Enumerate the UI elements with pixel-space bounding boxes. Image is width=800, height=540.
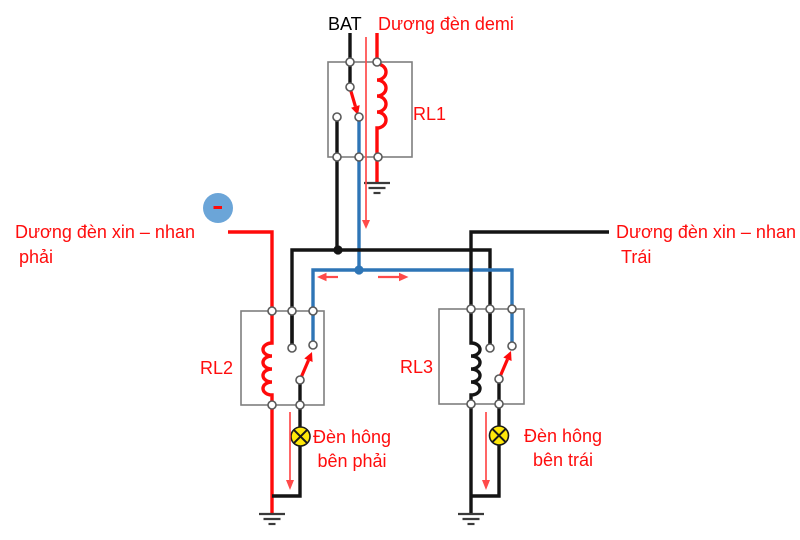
demi-current-arrow-icon xyxy=(362,37,370,229)
left-lamp-line2: bên trái xyxy=(532,450,594,470)
right-lamp-line1: Đèn hông xyxy=(312,427,392,447)
left-lamp-label: Đèn hông bên trái xyxy=(521,424,605,472)
right-signal-feed-line2: phải xyxy=(19,247,54,267)
rl2-label: RL2 xyxy=(200,358,234,378)
left-signal-feed-line2: Trái xyxy=(621,247,652,267)
right-lamp-label: Đèn hông bên phải xyxy=(310,425,394,473)
right-lamp-line2: bên phải xyxy=(317,451,387,471)
flow-right-arrow-icon xyxy=(378,272,409,282)
left-signal-feed-wire xyxy=(469,230,609,309)
rl2-ground-icon xyxy=(259,512,285,526)
demi-label: Dương đèn demi xyxy=(378,14,514,34)
rl2-coil xyxy=(261,311,274,405)
left-lamp-line1: Đèn hông xyxy=(523,426,603,446)
left-signal-feed-line1: Dương đèn xin – nhan xyxy=(616,222,796,242)
right-signal-feed-line1: Dương đèn xin – nhan xyxy=(15,222,195,242)
rl3-lamp-ground-wire xyxy=(471,445,501,498)
rl3-ground-icon xyxy=(458,512,484,526)
rl1-ground-icon xyxy=(364,181,390,195)
black-junction-dot xyxy=(333,245,343,255)
right-side-lamp-icon xyxy=(290,426,311,447)
left-signal-feed-label: Dương đèn xin – nhan Trái xyxy=(616,220,796,270)
minus-icon xyxy=(213,206,222,209)
rl3-label: RL3 xyxy=(400,357,434,377)
right-signal-feed-wire xyxy=(228,230,274,311)
relay-rl1-box xyxy=(327,61,413,158)
rl3-coil xyxy=(469,309,482,404)
bat-label: BAT xyxy=(328,14,362,34)
left-side-lamp-icon xyxy=(488,425,510,446)
rl1-coil xyxy=(375,62,388,182)
right-signal-feed-label: Dương đèn xin – nhan phải xyxy=(15,220,195,270)
relay-terminals xyxy=(267,57,517,410)
rl2-current-arrow-icon xyxy=(286,412,294,490)
negative-terminal-node xyxy=(203,193,233,223)
blue-junction-dot xyxy=(354,265,364,275)
rl1-label: RL1 xyxy=(413,104,447,124)
rl2-lamp-ground-wire xyxy=(272,446,302,498)
rl3-current-arrow-icon xyxy=(482,412,490,490)
black-bus-wire xyxy=(290,248,492,348)
flow-left-arrow-icon xyxy=(317,272,338,282)
